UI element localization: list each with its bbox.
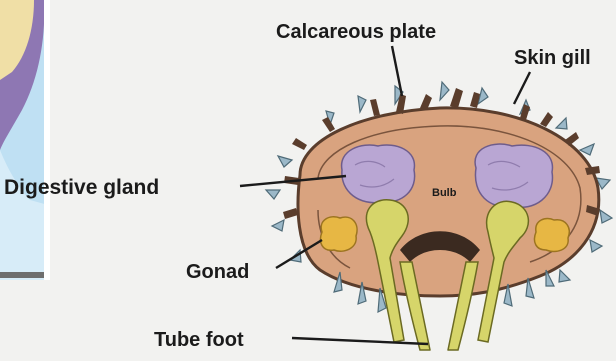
digestive-gland-right bbox=[475, 144, 552, 207]
label-digestive-gland: Digestive gland bbox=[4, 176, 159, 199]
body-wall bbox=[298, 108, 599, 296]
left-cropped-panel bbox=[0, 0, 50, 280]
label-skin-gill: Skin gill bbox=[514, 47, 591, 69]
digestive-gland-left bbox=[342, 145, 415, 203]
label-bulb: Bulb bbox=[432, 187, 457, 199]
gonad-left bbox=[321, 217, 358, 251]
gonad-right bbox=[534, 219, 569, 252]
label-tube-foot: Tube foot bbox=[154, 329, 244, 351]
label-calcareous-plate: Calcareous plate bbox=[276, 21, 436, 43]
label-gonad: Gonad bbox=[186, 261, 249, 283]
